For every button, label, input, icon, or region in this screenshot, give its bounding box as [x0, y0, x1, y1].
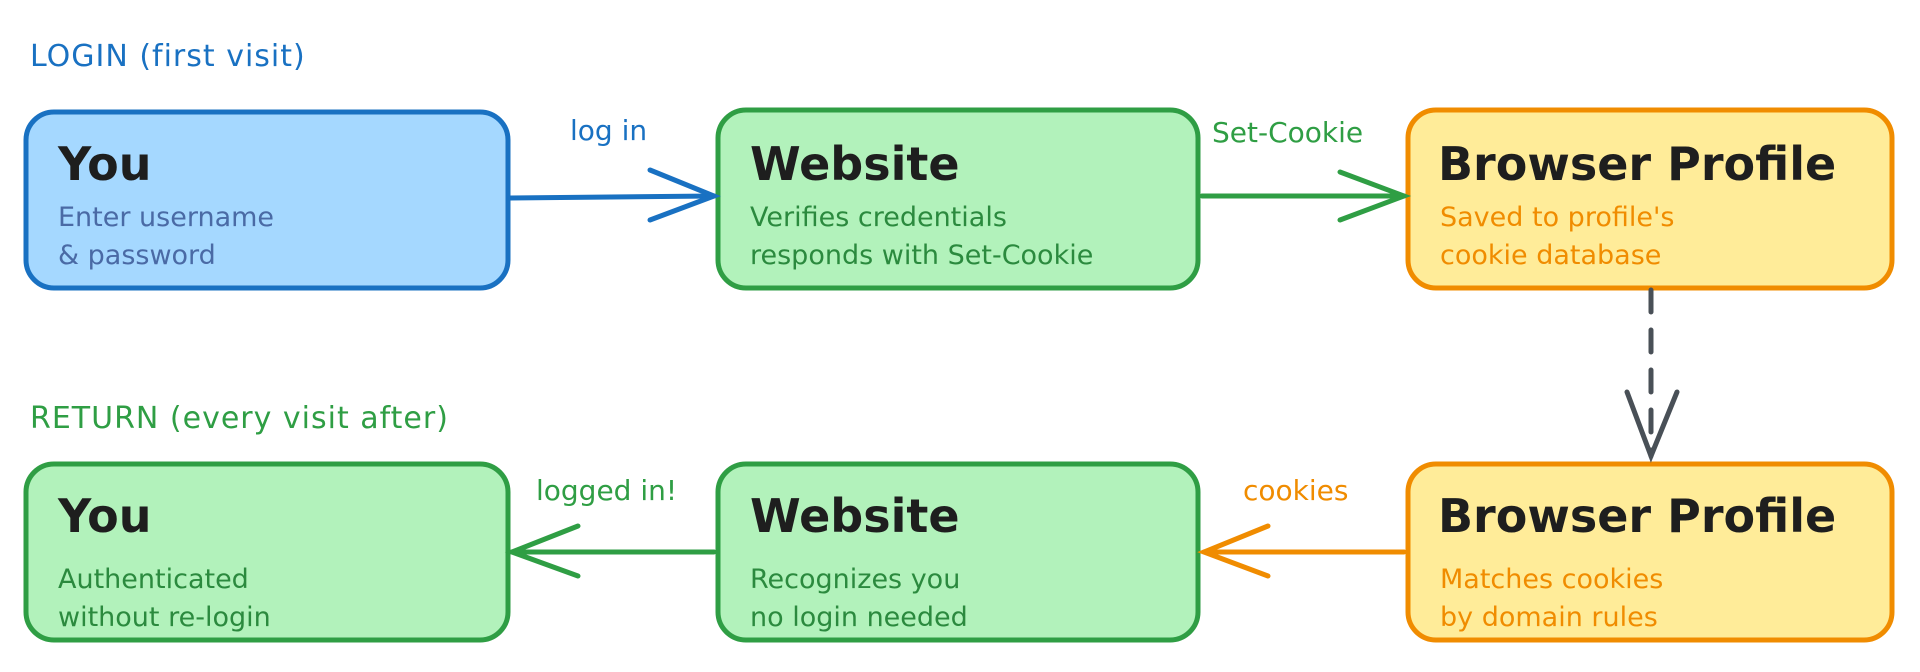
box-line: & password [58, 240, 216, 271]
box-title: Browser Profile [1438, 489, 1836, 543]
edge-label-set-cookie: Set-Cookie [1212, 116, 1363, 149]
box-line: by domain rules [1440, 602, 1658, 633]
return-you-box: You Authenticated without re-login [23, 461, 511, 643]
box-line: Enter username [58, 202, 274, 233]
box-line: Matches cookies [1440, 564, 1663, 595]
login-browser-profile-box: Browser Profile Saved to profile's cooki… [1405, 107, 1895, 291]
section-label-login: LOGIN (first visit) [30, 39, 306, 74]
box-line: Saved to profile's [1440, 202, 1674, 233]
login-website-box: Website Verifies credentials responds wi… [715, 107, 1201, 291]
edge-label-logged-in: logged in! [536, 474, 677, 507]
arrow-log-in [507, 167, 721, 223]
box-line: Verifies credentials [750, 202, 1007, 233]
box-line: responds with Set-Cookie [750, 240, 1093, 271]
arrow-logged-in [504, 523, 717, 579]
section-label-return: RETURN (every visit after) [30, 401, 449, 436]
edge-label-log-in: log in [570, 114, 647, 147]
box-line: cookie database [1440, 240, 1661, 271]
box-title: Website [750, 489, 960, 543]
arrow-set-cookie [1199, 169, 1412, 223]
arrow-dashed-profile [1624, 287, 1680, 463]
box-line: Authenticated [58, 564, 249, 595]
arrow-cookies [1197, 523, 1407, 579]
box-title: Browser Profile [1438, 137, 1836, 191]
edge-label-cookies: cookies [1243, 474, 1348, 507]
box-title: You [57, 137, 151, 191]
return-browser-profile-box: Browser Profile Matches cookies by domai… [1405, 461, 1895, 643]
box-title: Website [750, 137, 960, 191]
box-title: You [57, 489, 151, 543]
box-line: without re-login [58, 602, 271, 633]
box-line: no login needed [750, 602, 968, 633]
box-line: Recognizes you [750, 564, 960, 595]
login-you-box: You Enter username & password [23, 109, 511, 291]
return-website-box: Website Recognizes you no login needed [715, 461, 1201, 643]
